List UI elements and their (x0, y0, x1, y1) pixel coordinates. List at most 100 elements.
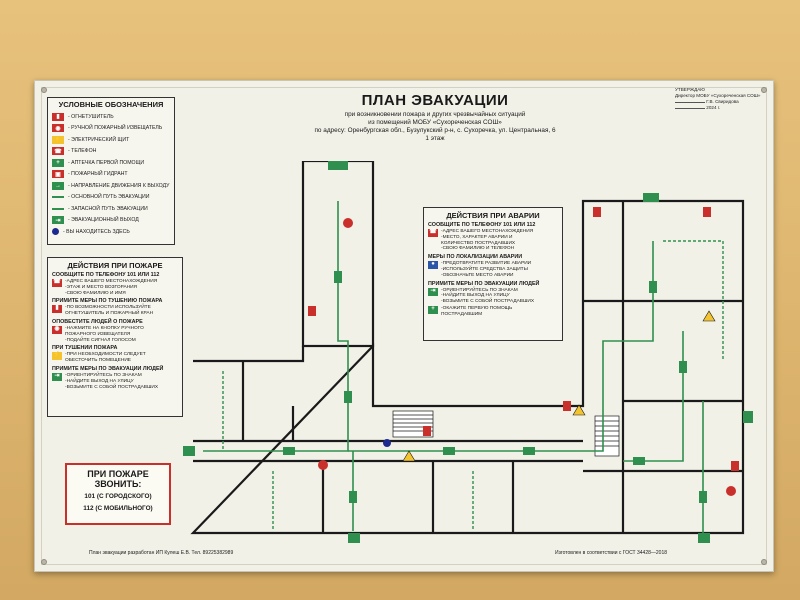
fire-call-heading-big: ПРИ ПОЖАРЕ ЗВОНИТЬ: (87, 469, 149, 489)
fire-call-text: -АДРЕС ВАШЕГО МЕСТОНАХОЖДЕНИЯ -ЭТАЖ И МЕ… (65, 279, 158, 296)
direction-arrow-icon (633, 457, 645, 465)
legend-item-label: - ПОЖАРНЫЙ ГИДРАНТ (68, 171, 128, 178)
floor-plan (183, 161, 763, 551)
extinguisher-icon: ▮ (52, 305, 62, 314)
during-heading: ПРИ ТУШЕНИИ ПОЖАРА (52, 345, 118, 352)
legend-item-label: - ЭЛЕКТРИЧЕСКИЙ ЩИТ (68, 136, 130, 143)
legend-item: + - АПТЕЧКА ПЕРВОЙ ПОМОЩИ (52, 157, 170, 169)
approval-position: Директор МОБУ «Сухореченская СОШ» (675, 93, 761, 98)
first-aid-text: -ОКАЖИТЕ ПЕРВУЮ ПОМОЩЬ ПОСТРАДАВШИМ (441, 305, 513, 317)
electric-panel-icon: ⚡ (52, 135, 64, 144)
screw-bottom-right (761, 559, 767, 565)
electric-panel-icon (702, 310, 716, 322)
direction-arrow-icon (334, 271, 342, 283)
emergency-actions-title: ДЕЙСТВИЯ ПРИ АВАРИИ (446, 211, 540, 220)
legend-item-label: - ЭВАКУАЦИОННЫЙ ВЫХОД (68, 217, 139, 224)
screw-top-right (761, 87, 767, 93)
you-are-here-icon (383, 439, 391, 447)
exit-icon: ⇥ (52, 372, 62, 381)
electric-panel-icon: ⚡ (52, 352, 62, 361)
legend-item: ⚡ - ЭЛЕКТРИЧЕСКИЙ ЩИТ (52, 134, 170, 146)
footer-standard: Изготовлен в соответствии с ГОСТ 34428—2… (555, 550, 668, 556)
fire-call-box: ПРИ ПОЖАРЕ ЗВОНИТЬ: 101 (С ГОРОДСКОГО) 1… (65, 463, 171, 525)
legend-item-label: - ОСНОВНОЙ ПУТЬ ЭВАКУАЦИИ (68, 194, 150, 201)
alarm-icon (726, 486, 736, 496)
electric-panels (402, 310, 716, 462)
direction-arrow-icon (443, 447, 455, 455)
direction-arrow-icon (349, 491, 357, 503)
approval-signature-line: Г.В. Свиридова (675, 99, 769, 105)
extinguisher-icon: ▮ (52, 112, 64, 121)
legend-item-label: - НАПРАВЛЕНИЕ ДВИЖЕНИЯ К ВЫХОДУ (68, 182, 170, 189)
fire-call-item: ☎ -АДРЕС ВАШЕГО МЕСТОНАХОЖДЕНИЯ -ЭТАЖ И … (52, 279, 178, 296)
plan-subtitle: при возникновении пожара и других чрезвы… (245, 111, 625, 143)
localize-heading: МЕРЫ ПО ЛОКАЛИЗАЦИИ АВАРИИ (428, 254, 523, 261)
subtitle-line: из помещений МОБУ «Сухореченская СОШ» (368, 119, 502, 126)
direction-arrow-icon (649, 281, 657, 293)
first-aid-icon: + (52, 158, 64, 167)
legend-title: УСЛОВНЫЕ ОБОЗНАЧЕНИЯ (58, 100, 164, 109)
alarm-icon: ◉ (52, 325, 62, 334)
reserve-route-icon (52, 207, 64, 210)
fire-evac-heading: ПРИМИТЕ МЕРЫ ПО ЭВАКУАЦИИ ЛЮДЕЙ (52, 365, 164, 372)
exit-icon (348, 533, 360, 543)
you-are-here-icon (52, 228, 59, 236)
direction-arrow-icon (344, 391, 352, 403)
staircase-center (392, 410, 434, 438)
notify-item: ◉ -НАЖМИТЕ НА КНОПКУ РУЧНОГО ПОЖАРНОГО И… (52, 325, 178, 343)
fire-evac-item: ⇥ -ОРИЕНТИРУЙТЕСЬ ПО ЗНАКАМ -НАЙДИТЕ ВЫХ… (52, 372, 178, 390)
fire-call-heading: СООБЩИТЕ ПО ТЕЛЕФОНУ 101 ИЛИ 112 (52, 272, 160, 278)
extinguish-item: ▮ -ПО ВОЗМОЖНОСТИ ИСПОЛЬЗУЙТЕ ОГНЕТУШИТЕ… (52, 305, 178, 317)
electric-panel-icon (402, 450, 416, 462)
extinguisher-icon (593, 207, 601, 217)
extinguisher-icon (563, 401, 571, 411)
localize-text: -ПРЕДОТВРАТИТЕ РАЗВИТИЕ АВАРИИ -ИСПОЛЬЗУ… (441, 261, 532, 278)
fire-evac-text: -ОРИЕНТИРУЙТЕСЬ ПО ЗНАКАМ -НАЙДИТЕ ВЫХОД… (65, 372, 159, 390)
emergency-call-heading: СООБЩИТЕ ПО ТЕЛЕФОНУ 101 ИЛИ 112 (428, 222, 536, 228)
main-route-icon (52, 196, 64, 199)
legend-item: ☎- ТЕЛЕФОН (52, 146, 170, 158)
subtitle-line: по адресу: Оренбургская обл., Бузулукски… (314, 127, 556, 134)
legend-item: →- НАПРАВЛЕНИЕ ДВИЖЕНИЯ К ВЫХОДУ (52, 180, 170, 192)
emergency-evac-text: -ОРИЕНТИРУЙТЕСЬ ПО ЗНАКАМ -НАЙДИТЕ ВЫХОД… (441, 287, 535, 305)
legend-item: - ВЫ НАХОДИТЕСЬ ЗДЕСЬ (52, 226, 170, 238)
board-inner-frame (41, 87, 767, 565)
evacuation-plan-board: ПЛАН ЭВАКУАЦИИ при возникновении пожара … (34, 80, 774, 572)
floor-plan-drawing (183, 161, 753, 543)
direction-arrow-icon (283, 447, 295, 455)
approval-date-line: 2024 г. (675, 105, 769, 111)
extinguish-heading: ПРИМИТЕ МЕРЫ ПО ТУШЕНИЮ ПОЖАРА (52, 298, 163, 305)
fire-actions-title: ДЕЙСТВИЯ ПРИ ПОЖАРЕ (67, 261, 163, 270)
footer-developer: План эвакуации разработан ИП Кулеш Е.В. … (89, 550, 234, 556)
subtitle-line: при возникновении пожара и других чрезвы… (344, 111, 526, 118)
extinguisher-icon (308, 306, 316, 316)
screw-top-left (41, 87, 47, 93)
legend-item-label: - АПТЕЧКА ПЕРВОЙ ПОМОЩИ (68, 159, 145, 166)
fire-equipment (308, 207, 739, 496)
legend-item: - ОСНОВНОЙ ПУТЬ ЭВАКУАЦИИ (52, 192, 170, 204)
hydrant-icon: ▣ (52, 170, 64, 179)
localize-item: ● -ПРЕДОТВРАТИТЕ РАЗВИТИЕ АВАРИИ -ИСПОЛЬ… (428, 261, 558, 278)
screw-bottom-left (41, 559, 47, 565)
fire-call-number-city: 101 (С ГОРОДСКОГО) (84, 493, 152, 500)
emergency-call-text: -АДРЕС ВАШЕГО МЕСТОНАХОЖДЕНИЯ -МЕСТО, ХА… (441, 229, 534, 252)
notify-heading: ОПОВЕСТИТЕ ЛЮДЕЙ О ПОЖАРЕ (52, 318, 143, 325)
legend-item-label: - ТЕЛЕФОН (68, 148, 97, 155)
extinguisher-icon (731, 461, 739, 471)
extinguisher-icon (423, 426, 431, 436)
reserve-evacuation-route (222, 240, 724, 531)
approval-name: Г.В. Свиридова (706, 99, 739, 104)
extinguisher-icon (703, 207, 711, 217)
direction-arrow-icon (699, 491, 707, 503)
plan-title: ПЛАН ЭВАКУАЦИИ (361, 92, 509, 109)
exit-icon (183, 446, 195, 456)
phone-icon: ☎ (52, 279, 62, 287)
north-wing-walls (301, 161, 375, 348)
emergency-actions-panel: ДЕЙСТВИЯ ПРИ АВАРИИ СООБЩИТЕ ПО ТЕЛЕФОНУ… (423, 207, 563, 341)
first-aid-item: + -ОКАЖИТЕ ПЕРВУЮ ПОМОЩЬ ПОСТРАДАВШИМ (428, 305, 558, 318)
during-item: ⚡ -ПРИ НЕОБХОДИМОСТИ СЛЕДУЕТ ОБЕСТОЧИТЬ … (52, 352, 178, 364)
during-text: -ПРИ НЕОБХОДИМОСТИ СЛЕДУЕТ ОБЕСТОЧИТЬ ПО… (65, 352, 146, 364)
exit-icon: ⇥ (52, 216, 64, 225)
direction-arrow-icon (679, 361, 687, 373)
approval-date: 2024 г. (706, 105, 721, 110)
